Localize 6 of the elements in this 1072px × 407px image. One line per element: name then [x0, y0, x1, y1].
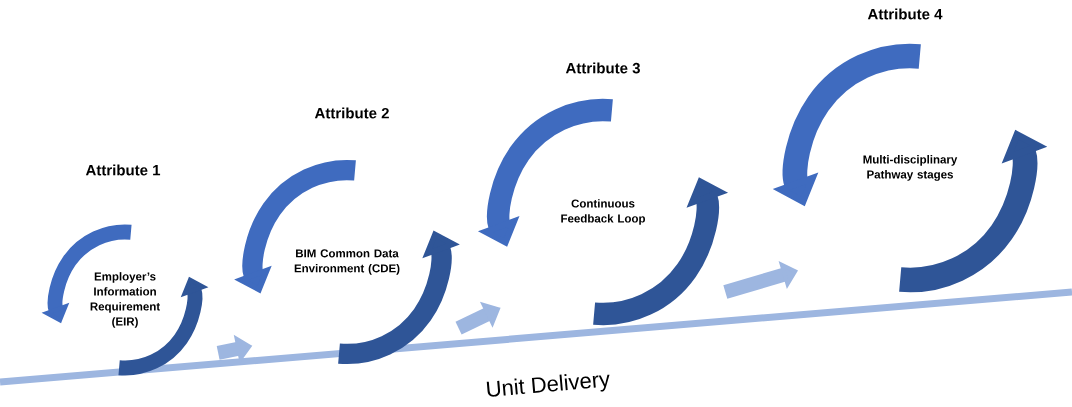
attribute-heading: Attribute 3: [565, 62, 640, 74]
axis-label: Unit Delivery: [486, 374, 610, 397]
attribute-heading: Attribute 4: [867, 8, 943, 20]
chevron-arrow: [723, 261, 798, 299]
attribute-heading: Attribute 1: [85, 164, 161, 176]
attribute-heading: Attribute 2: [314, 107, 389, 119]
